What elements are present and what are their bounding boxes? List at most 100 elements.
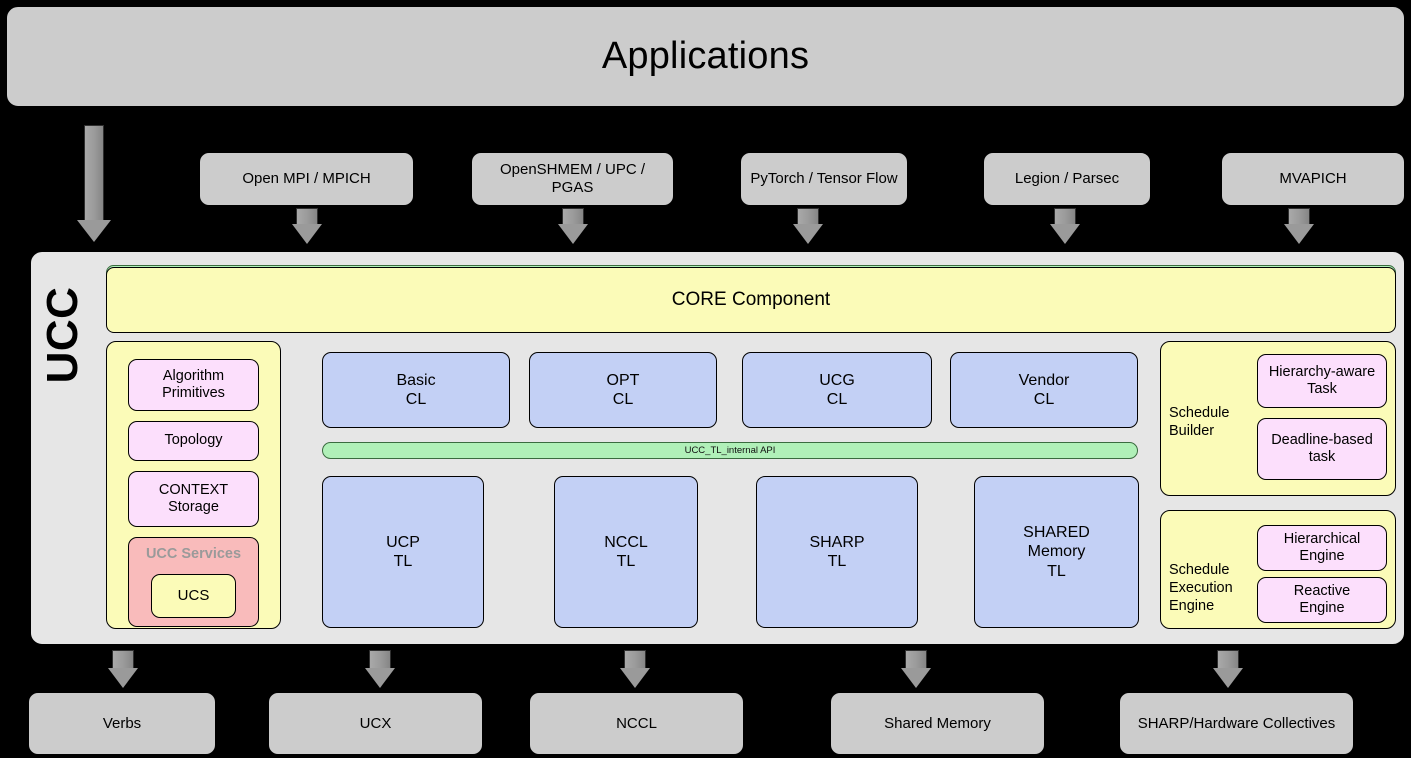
ucc-panel-label: UCC (38, 286, 87, 384)
middleware-label: Legion / Parsec (1014, 170, 1120, 187)
tl-box-label: SHARED Memory TL (1023, 524, 1090, 580)
schedule-panel-item-label: Hierarchy-aware Task (1268, 363, 1376, 397)
arrow-head (558, 224, 588, 244)
provider-label: NCCL (616, 714, 657, 732)
arrow-head (1284, 224, 1314, 244)
arrow-shaft (84, 125, 104, 220)
ucs-label: UCS (177, 587, 210, 604)
middleware-down-arrow (793, 208, 823, 244)
tl-box: SHARED Memory TL (974, 476, 1139, 628)
schedule-panel-item: Reactive Engine (1257, 577, 1387, 623)
schedule-panel-item-label: Deadline-based task (1271, 431, 1373, 465)
cl-box-label: OPT CL (606, 371, 640, 408)
arrow-head (77, 220, 111, 242)
schedule-panel-item: Hierarchical Engine (1257, 525, 1387, 571)
provider-down-arrow (1213, 650, 1243, 688)
arrow-shaft (296, 208, 318, 224)
provider-box: Shared Memory (830, 692, 1045, 755)
middleware-label: PyTorch / Tensor Flow (750, 170, 898, 187)
provider-box: UCX (268, 692, 483, 755)
cl-box-label: UCG CL (819, 371, 855, 408)
ucs-box: UCS (151, 574, 236, 618)
provider-label: SHARP/Hardware Collectives (1137, 714, 1336, 732)
schedule-panel-title: Schedule Builder (1169, 405, 1230, 440)
cl-box-label: Vendor CL (1018, 371, 1070, 408)
arrow-head (292, 224, 322, 244)
ucc-left-stack-item: CONTEXT Storage (128, 471, 259, 527)
ucc-tl-internal-api-label: UCC_TL_internal API (684, 445, 776, 456)
provider-down-arrow (620, 650, 650, 688)
arrow-head (108, 668, 138, 688)
schedule-panel-item-label: Hierarchical Engine (1283, 530, 1361, 564)
ucc-tl-internal-api-bar: UCC_TL_internal API (322, 442, 1138, 459)
cl-box: Vendor CL (950, 352, 1138, 428)
arrow-head (1213, 668, 1243, 688)
middleware-down-arrow (558, 208, 588, 244)
arrow-shaft (1288, 208, 1310, 224)
provider-label: Verbs (102, 714, 142, 732)
arrow-shaft (797, 208, 819, 224)
arrow-head (901, 668, 931, 688)
schedule-panel-item: Hierarchy-aware Task (1257, 354, 1387, 408)
cl-box: OPT CL (529, 352, 717, 428)
arrow-shaft (1054, 208, 1076, 224)
arrow-head (620, 668, 650, 688)
arrow-shaft (905, 650, 927, 668)
arrow-shaft (369, 650, 391, 668)
tl-box: UCP TL (322, 476, 484, 628)
ucc-left-stack-item-label: Algorithm Primitives (162, 367, 225, 401)
applications-box: Applications (6, 6, 1405, 107)
provider-box: Verbs (28, 692, 216, 755)
provider-label: UCX (359, 714, 392, 732)
core-component-label: CORE Component (671, 288, 831, 310)
arrow-shaft (1217, 650, 1239, 668)
middleware-box: Open MPI / MPICH (199, 152, 414, 206)
cl-box: Basic CL (322, 352, 510, 428)
provider-down-arrow (108, 650, 138, 688)
ucc-services-label: UCC Services (145, 546, 242, 562)
provider-down-arrow (365, 650, 395, 688)
provider-box: NCCL (529, 692, 744, 755)
tl-box-label: UCP TL (386, 533, 420, 570)
applications-to-ucc-arrow (77, 125, 111, 242)
arrow-head (793, 224, 823, 244)
tl-box-label: NCCL TL (604, 533, 648, 570)
cl-box-label: Basic CL (396, 371, 436, 408)
ucc-left-stack-item-label: CONTEXT Storage (158, 481, 229, 515)
middleware-box: Legion / Parsec (983, 152, 1151, 206)
provider-label: Shared Memory (884, 714, 991, 732)
arrow-shaft (624, 650, 646, 668)
applications-label: Applications (601, 34, 810, 77)
ucc-left-stack-item: Topology (128, 421, 259, 461)
tl-box: NCCL TL (554, 476, 698, 628)
middleware-box: MVAPICH (1221, 152, 1405, 206)
middleware-down-arrow (1050, 208, 1080, 244)
schedule-panel-item: Deadline-based task (1257, 418, 1387, 480)
middleware-down-arrow (292, 208, 322, 244)
middleware-label: Open MPI / MPICH (242, 170, 371, 187)
arrow-shaft (562, 208, 584, 224)
middleware-down-arrow (1284, 208, 1314, 244)
core-component-box: CORE Component (106, 267, 1396, 333)
ucc-left-stack-item: Algorithm Primitives (128, 359, 259, 411)
arrow-shaft (112, 650, 134, 668)
provider-box: SHARP/Hardware Collectives (1119, 692, 1354, 755)
middleware-label: MVAPICH (1279, 170, 1347, 187)
tl-box-label: SHARP TL (809, 533, 865, 570)
arrow-head (1050, 224, 1080, 244)
cl-box: UCG CL (742, 352, 932, 428)
ucc-left-stack-item-label: Topology (164, 432, 223, 449)
schedule-panel: Schedule Execution Engine Hierarchical En… (1160, 510, 1396, 629)
provider-down-arrow (901, 650, 931, 688)
middleware-box: PyTorch / Tensor Flow (740, 152, 908, 206)
arrow-head (365, 668, 395, 688)
tl-box: SHARP TL (756, 476, 918, 628)
schedule-panel-item-label: Reactive Engine (1293, 582, 1351, 616)
middleware-box: OpenSHMEM / UPC / PGAS (471, 152, 674, 206)
schedule-panel-title: Schedule Execution Engine (1169, 562, 1233, 615)
